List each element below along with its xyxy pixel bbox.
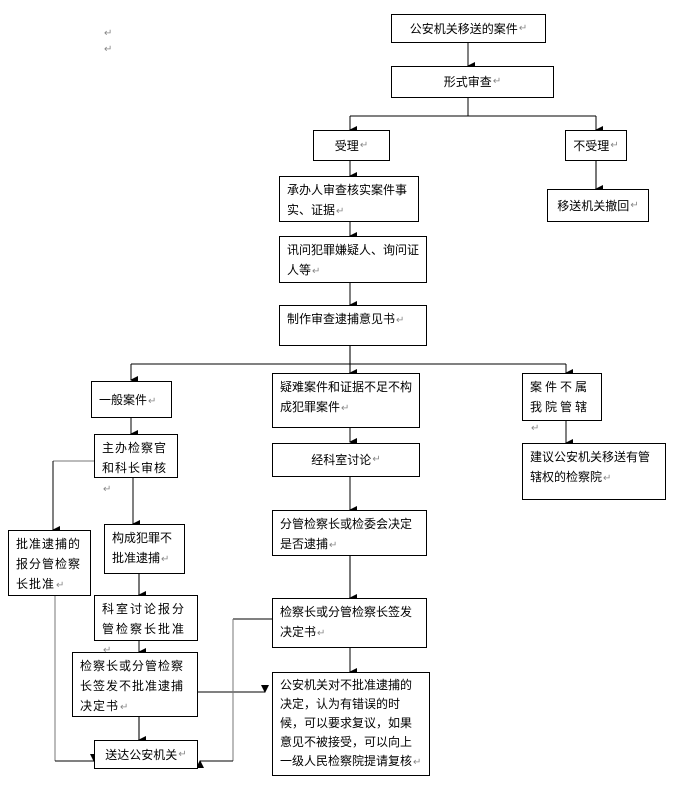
node-label: 科室讨论报分管检察长批准 xyxy=(102,602,187,636)
paragraph-mark: ↵ xyxy=(178,748,187,760)
paragraph-mark: ↵ xyxy=(341,403,350,414)
node-crime-no-arrest: 构成犯罪不批准逮捕↵ xyxy=(104,524,185,574)
node-label: 形式审查 xyxy=(443,75,492,89)
node-label: 受理 xyxy=(334,138,359,153)
paragraph-mark: ↵ xyxy=(359,139,369,151)
node-not-jurisdiction: 案件不属我院管辖 ↵ xyxy=(522,373,602,434)
paragraph-mark: ↵ xyxy=(336,206,345,217)
node-verify-facts: 承办人审查核实案件事实、证据↵ xyxy=(279,176,419,222)
paragraph-mark: ↵ xyxy=(518,22,528,34)
paragraph-mark: ↵ xyxy=(103,645,114,656)
node-police-review-request: 公安机关对不批准逮捕的决定，认为有错误的时候，可以要求复议，如果意见不被接受，可… xyxy=(272,672,430,776)
node-label: 检察长或分管检察长签发决定书 xyxy=(280,605,413,639)
node-accept: 受理↵ xyxy=(313,130,390,161)
node-label: 讯问犯罪嫌疑人、询问证人等 xyxy=(287,243,420,277)
node-deliver-to-police: 送达公安机关↵ xyxy=(94,740,198,769)
node-label: 分管检察长或检委会决定是否逮捕 xyxy=(280,517,413,551)
node-label: 批准逮捕的报分管检察长批准 xyxy=(16,537,82,591)
node-label: 公安机关对不批准逮捕的决定，认为有错误的时候，可以要求复议，如果意见不被接受，可… xyxy=(280,678,413,768)
node-received-case: 公安机关移送的案件↵ xyxy=(391,14,546,43)
node-label: 承办人审查核实案件事实、证据 xyxy=(287,183,408,217)
paragraph-mark: ↵ xyxy=(56,580,66,591)
node-discussion-report: 科室讨论报分管检察长批准 ↵ xyxy=(94,595,198,656)
node-label: 案件不属我院管辖 xyxy=(530,380,591,414)
node-label: 一般案件 xyxy=(99,393,148,407)
node-label: 移送机关撤回 xyxy=(557,198,630,213)
paragraph-mark: ↵ xyxy=(317,628,326,639)
node-chief-sign-no-arrest: 检察长或分管检察长签发不批准逮捕决定书↵ xyxy=(72,652,198,717)
node-approve-arrest-report: 批准逮捕的报分管检察长批准↵ xyxy=(8,530,91,596)
node-reject: 不受理↵ xyxy=(565,130,627,161)
node-formal-review: 形式审查↵ xyxy=(391,66,554,98)
paragraph-mark: ↵ xyxy=(610,139,619,151)
node-label: 检察长或分管检察长签发不批准逮捕决定书 xyxy=(80,659,185,713)
node-arrest-opinion: 制作审查逮捕意见书↵ xyxy=(279,305,427,346)
node-prosecutor-review: 主办检察官和科长审核 ↵ xyxy=(94,434,178,495)
paragraph-mark: ↵ xyxy=(103,484,113,495)
node-interrogate: 讯问犯罪嫌疑人、询问证人等↵ xyxy=(279,236,427,283)
paragraph-mark: ↵ xyxy=(492,76,502,87)
node-label: 送达公安机关 xyxy=(105,747,178,762)
paragraph-mark: ↵ xyxy=(329,540,338,551)
node-label: 主办检察官和科长审核 xyxy=(102,441,168,475)
paragraph-mark: ↵ xyxy=(161,554,170,565)
paragraph-mark: ↵ xyxy=(104,44,113,55)
paragraph-mark: ↵ xyxy=(104,28,113,39)
node-general-case: 一般案件↵ xyxy=(91,381,172,418)
paragraph-mark: ↵ xyxy=(413,757,422,768)
paragraph-mark: ↵ xyxy=(148,396,157,407)
paragraph-mark: ↵ xyxy=(630,199,639,211)
node-label: 经科室讨论 xyxy=(311,453,372,467)
node-committee-decision: 分管检察长或检委会决定是否逮捕↵ xyxy=(272,510,427,556)
paragraph-mark: ↵ xyxy=(396,315,405,326)
node-label: 不受理 xyxy=(573,138,610,153)
node-difficult-case: 疑难案件和证据不足不构成犯罪案件↵ xyxy=(272,373,420,428)
node-label: 疑难案件和证据不足不构成犯罪案件 xyxy=(280,380,413,414)
paragraph-mark: ↵ xyxy=(603,473,612,484)
node-suggest-transfer: 建议公安机关移送有管辖权的检察院↵ xyxy=(522,443,666,500)
node-label: 公安机关移送的案件 xyxy=(409,21,518,36)
node-label: 构成犯罪不批准逮捕 xyxy=(112,531,173,565)
node-return-to-police: 移送机关撤回↵ xyxy=(547,189,649,222)
paragraph-mark: ↵ xyxy=(372,454,381,465)
node-label: 建议公安机关移送有管辖权的检察院 xyxy=(530,450,651,484)
paragraph-mark: ↵ xyxy=(312,266,321,277)
paragraph-mark: ↵ xyxy=(120,702,130,713)
paragraph-mark: ↵ xyxy=(531,423,543,434)
node-label: 制作审查逮捕意见书 xyxy=(287,312,396,326)
node-section-discussion: 经科室讨论↵ xyxy=(272,443,420,477)
node-chief-sign-decision: 检察长或分管检察长签发决定书↵ xyxy=(272,598,427,648)
